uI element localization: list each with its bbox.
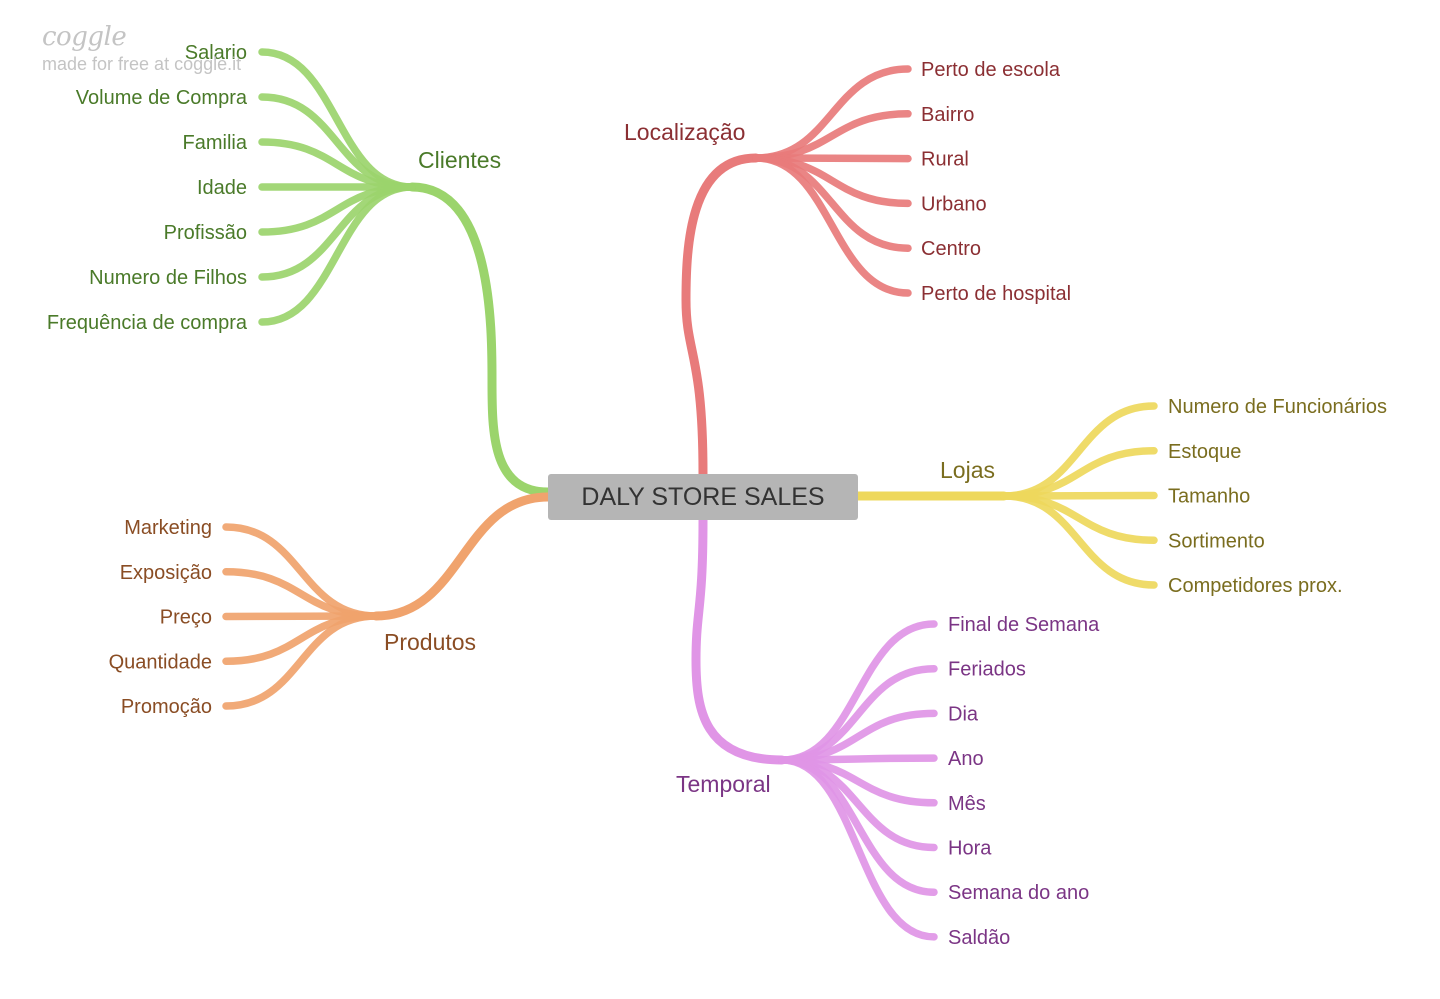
branch-temporal[interactable] <box>691 515 787 765</box>
branch-label-temporal[interactable]: Temporal <box>676 771 771 797</box>
edge-leaf-temporal-7 <box>778 756 938 941</box>
leaf-label[interactable]: Urbano <box>921 193 987 215</box>
branch-edges <box>371 153 1009 765</box>
edge-leaf-clientes-6 <box>258 183 416 326</box>
edge-leaf-lojas-4 <box>1000 492 1158 589</box>
root-node-box <box>548 474 858 520</box>
leaf-label[interactable]: Preço <box>160 607 212 629</box>
branch-label-localizacao[interactable]: Localização <box>624 119 745 145</box>
branch-produtos[interactable] <box>371 492 553 621</box>
leaf-label[interactable]: Numero de Funcionários <box>1168 396 1387 418</box>
leaf-label[interactable]: Marketing <box>124 517 212 539</box>
leaf-label[interactable]: Numero de Filhos <box>89 267 247 289</box>
leaf-edges <box>222 48 1158 941</box>
leaf-label[interactable]: Familia <box>183 132 248 154</box>
leaf-label[interactable]: Idade <box>197 177 247 199</box>
leaf-label[interactable]: Exposição <box>120 562 212 584</box>
leaf-label[interactable]: Dia <box>948 703 979 725</box>
branch-clientes[interactable] <box>407 182 553 497</box>
leaf-label[interactable]: Competidores prox. <box>1168 575 1343 597</box>
leaf-label[interactable]: Rural <box>921 149 969 171</box>
leaf-label[interactable]: Salario <box>185 42 247 64</box>
leaf-label[interactable]: Centro <box>921 238 981 260</box>
branch-label-clientes[interactable]: Clientes <box>418 147 501 173</box>
leaf-label[interactable]: Mês <box>948 793 986 815</box>
leaf-label[interactable]: Profissão <box>164 222 247 244</box>
leaf-label[interactable]: Perto de hospital <box>921 283 1071 305</box>
edge-root-clientes <box>407 182 553 497</box>
leaf-label[interactable]: Tamanho <box>1168 486 1250 508</box>
leaf-label[interactable]: Quantidade <box>109 651 212 673</box>
edge-root-temporal <box>691 515 787 765</box>
leaf-label[interactable]: Bairro <box>921 104 974 126</box>
coggle-logo: coggle <box>42 22 127 52</box>
coggle-watermark[interactable]: coggle made for free at coggle.it <box>42 22 241 74</box>
branch-localizacao[interactable] <box>681 153 761 479</box>
leaf-label[interactable]: Frequência de compra <box>47 312 248 334</box>
leaf-label[interactable]: Promoção <box>121 696 212 718</box>
branch-label-lojas[interactable]: Lojas <box>940 457 995 483</box>
leaf-label[interactable]: Feriados <box>948 659 1026 681</box>
leaf-label[interactable]: Estoque <box>1168 441 1241 463</box>
edge-root-localizacao <box>681 153 761 479</box>
root-node-label: DALY STORE SALES <box>581 483 824 511</box>
edge-root-produtos <box>371 492 553 621</box>
edge-leaf-localizacao-5 <box>752 154 912 297</box>
leaf-label[interactable]: Sortimento <box>1168 530 1265 552</box>
root-node[interactable]: DALY STORE SALES <box>548 474 858 520</box>
branch-label-produtos[interactable]: Produtos <box>384 629 476 655</box>
leaf-label[interactable]: Perto de escola <box>921 59 1061 81</box>
leaf-label[interactable]: Semana do ano <box>948 882 1089 904</box>
leaf-label[interactable]: Saldão <box>948 927 1010 949</box>
leaf-label[interactable]: Final de Semana <box>948 614 1100 636</box>
leaf-label[interactable]: Ano <box>948 748 984 770</box>
edge-leaf-produtos-4 <box>222 612 380 710</box>
leaf-label[interactable]: Hora <box>948 838 992 860</box>
leaf-label[interactable]: Volume de Compra <box>76 87 248 109</box>
coggle-tagline: made for free at coggle.it <box>42 54 242 74</box>
